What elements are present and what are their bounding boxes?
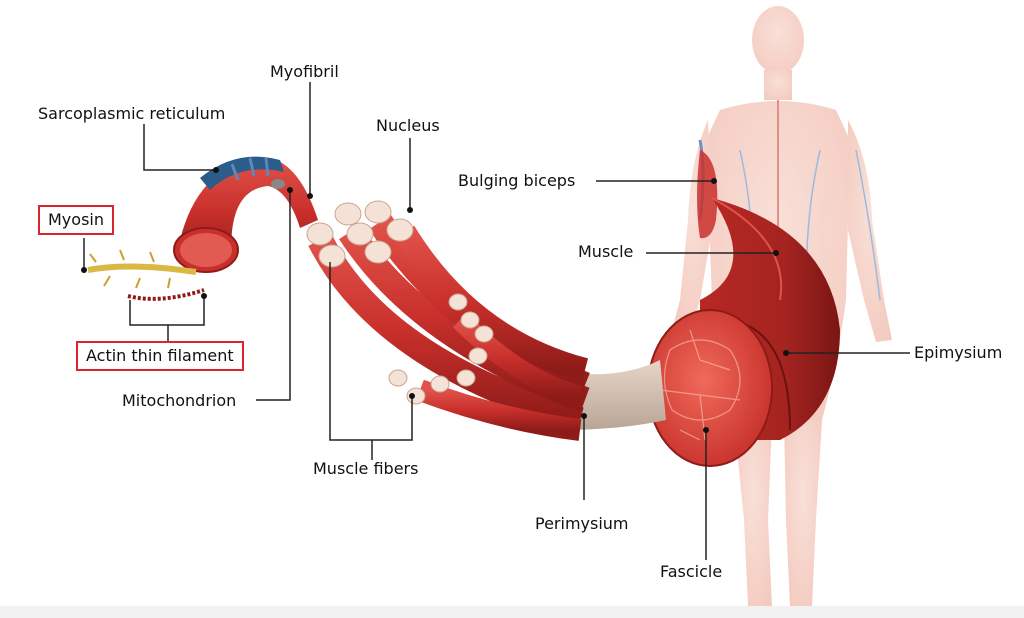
biceps-highlight bbox=[697, 150, 718, 239]
myosin-filament bbox=[87, 249, 197, 289]
label-epimysium: Epimysium bbox=[914, 343, 1003, 362]
label-mitochondrion: Mitochondrion bbox=[122, 391, 237, 410]
actin-filament bbox=[127, 288, 205, 301]
muscle-illustration bbox=[647, 197, 840, 467]
label-muscle-fibers: Muscle fibers bbox=[313, 459, 419, 478]
label-nucleus: Nucleus bbox=[376, 116, 440, 135]
label-fascicle: Fascicle bbox=[660, 562, 723, 581]
label-myosin: Myosin bbox=[38, 205, 114, 235]
label-sarcoplasmic-reticulum: Sarcoplasmic reticulum bbox=[38, 104, 226, 123]
muscle-fibers-bundle bbox=[306, 200, 590, 441]
leader-lines bbox=[83, 82, 910, 560]
myofibril-illustration bbox=[173, 156, 318, 273]
leader-dots bbox=[81, 167, 789, 433]
label-myofibril: Myofibril bbox=[270, 62, 339, 81]
label-perimysium: Perimysium bbox=[535, 514, 629, 533]
label-muscle: Muscle bbox=[578, 242, 634, 261]
label-bulging-biceps: Bulging biceps bbox=[458, 171, 576, 190]
label-actin-thin-filament: Actin thin filament bbox=[76, 341, 244, 371]
bottom-band bbox=[0, 606, 1024, 618]
